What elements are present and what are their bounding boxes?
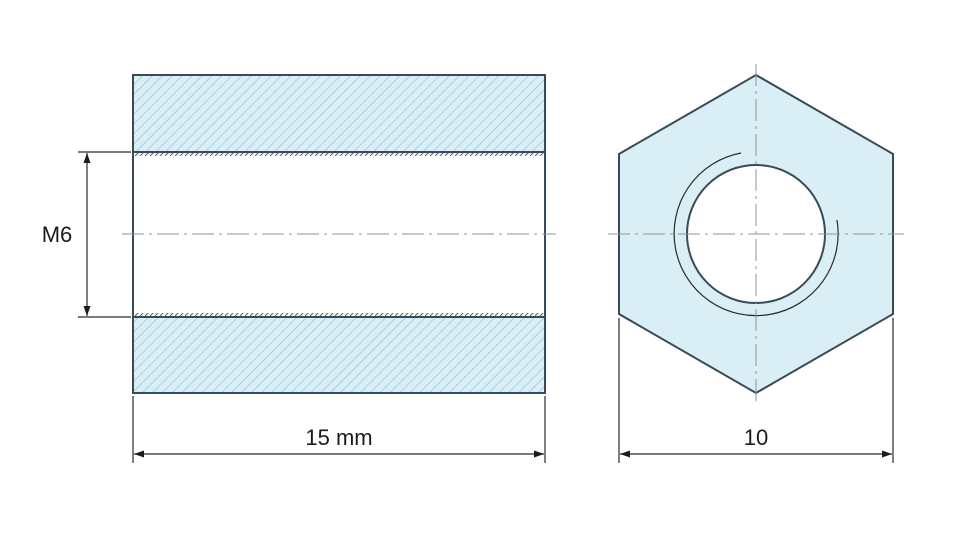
thread-dimension: M6 xyxy=(42,151,131,318)
length-dimension: 15 mm xyxy=(132,396,546,463)
side-section-view xyxy=(122,74,556,394)
lower-thread-marks xyxy=(134,313,544,317)
thread-label: M6 xyxy=(42,222,73,247)
width-dimension: 10 xyxy=(618,318,894,463)
width-label: 10 xyxy=(744,425,768,450)
hex-end-view xyxy=(608,64,904,404)
thread-major-arc xyxy=(673,152,839,317)
length-label: 15 mm xyxy=(305,425,372,450)
upper-wall-hatch xyxy=(133,75,545,152)
upper-thread-marks xyxy=(134,152,544,156)
lower-wall-hatch xyxy=(133,317,545,393)
